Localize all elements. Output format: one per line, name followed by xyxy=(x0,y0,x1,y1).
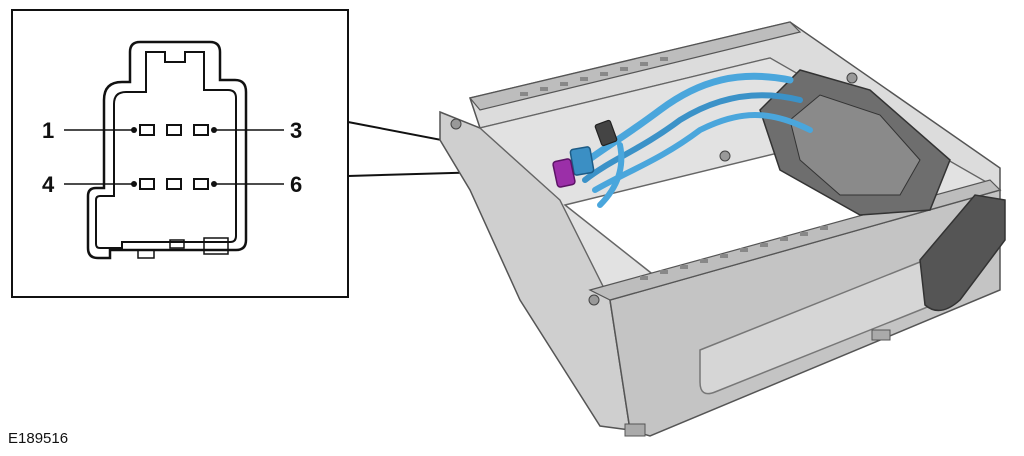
wiring-harness xyxy=(571,72,794,174)
rail-holes xyxy=(520,57,828,280)
electronic-module-face xyxy=(789,94,921,196)
mounting-stud xyxy=(588,294,600,306)
frame-end-module xyxy=(919,194,1006,312)
pin-1-dot xyxy=(131,127,137,133)
connector-face-inner-outline xyxy=(95,51,237,249)
pin-4-dot xyxy=(131,181,137,187)
pin-cavity-2 xyxy=(166,124,182,136)
pin-cavity-4 xyxy=(139,178,155,190)
connector-latch-tab xyxy=(203,237,229,255)
figure-id: E189516 xyxy=(8,430,69,447)
mounting-stud xyxy=(450,118,462,130)
connector-latch-tab xyxy=(169,239,185,249)
wiring-harness xyxy=(597,142,625,208)
pin-6-dot xyxy=(211,181,217,187)
wiring-harness xyxy=(592,112,813,193)
mounting-stud xyxy=(719,150,731,162)
frame-foot xyxy=(624,423,646,437)
mounting-stud xyxy=(846,72,858,84)
wiring-harness xyxy=(582,92,803,183)
pin-cavity-5 xyxy=(166,178,182,190)
pin-label-1: 1 xyxy=(42,118,54,143)
pin-cavity-1 xyxy=(139,124,155,136)
pin-label-6: 6 xyxy=(290,172,302,197)
connector-latch-tab xyxy=(137,249,155,259)
console-frame-illustration xyxy=(439,21,1006,437)
harness-connector-dark xyxy=(594,119,618,147)
connector-face-outline xyxy=(86,40,248,260)
harness-connector-purple xyxy=(552,158,576,188)
pin-cavity-3 xyxy=(193,124,209,136)
harness-connector-blue xyxy=(569,146,595,176)
connector-inset-frame xyxy=(11,9,349,298)
pin-label-4: 4 xyxy=(42,172,55,197)
frame-foot xyxy=(871,329,891,341)
pin-3-dot xyxy=(211,127,217,133)
pin-label-3: 3 xyxy=(290,118,302,143)
pin-cavity-6 xyxy=(193,178,209,190)
frame-top-rail-back xyxy=(468,21,802,111)
